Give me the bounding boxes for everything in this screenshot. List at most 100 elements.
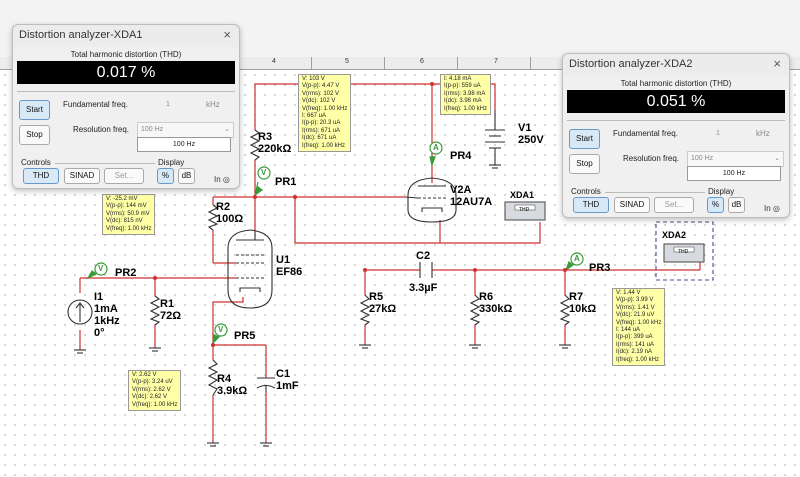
xda1-stop-button[interactable]: Stop <box>19 125 50 145</box>
probe-readout-line: V: 103 V <box>302 76 325 82</box>
xda1-fund-input[interactable]: 1 <box>166 101 170 108</box>
probe-readout-line: V(p-p): 144 mV <box>106 203 147 210</box>
xda2-in-terminal[interactable]: In ◎ <box>764 204 780 213</box>
close-icon[interactable]: × <box>223 27 231 42</box>
xda2-sinad-button[interactable]: SINAD <box>614 197 650 213</box>
xda2-symbol-label[interactable]: XDA2 <box>662 230 687 240</box>
xda2-db-button[interactable]: dB <box>728 197 745 213</box>
xda1-res-value: 100 Hz <box>137 137 231 152</box>
xda2-percent-button[interactable]: % <box>707 197 724 213</box>
probe-pr2-icon[interactable]: V <box>98 264 104 273</box>
xda2-controls-label: Controls <box>571 187 601 196</box>
xda2-window[interactable]: Distortion analyzer-XDA2 × Total harmoni… <box>562 53 790 218</box>
probe-readout-line: I(rms): 671 uA <box>302 127 341 134</box>
divider <box>17 91 235 92</box>
xda2-title: Distortion analyzer-XDA2 <box>569 58 693 70</box>
probe-pr1-label: PR1 <box>275 176 297 188</box>
xda1-title-bar[interactable]: Distortion analyzer-XDA1 × <box>13 25 239 47</box>
xda1-thd-reading: 0.017 % <box>17 61 235 84</box>
probe-pr1-icon[interactable]: V <box>261 168 267 177</box>
probe-readout-line: I: 4.18 mA <box>444 76 472 82</box>
xda2-thd-button[interactable]: THD <box>573 197 609 213</box>
xda2-start-button[interactable]: Start <box>569 129 600 149</box>
probe-pr3-icon[interactable]: A <box>574 254 580 263</box>
probe-readout-line: I: 144 uA <box>616 326 641 333</box>
probe-readout-line: V: -25.2 mV <box>106 196 138 202</box>
xda1-in-terminal[interactable]: In ◎ <box>214 175 230 184</box>
probe-pr2-label: PR2 <box>115 267 137 279</box>
xda2-res-select[interactable]: 100 Hz⌄ <box>687 151 784 167</box>
ruler-label: 4 <box>272 58 276 65</box>
probe-readout-line: V(p-p): 3.24 uV <box>132 379 173 386</box>
divider <box>605 192 705 193</box>
close-icon[interactable]: × <box>773 56 781 71</box>
c2-value: 3.3µF <box>409 282 438 294</box>
divider <box>55 163 155 164</box>
probe-readout-line: I(freq): 1.00 kHz <box>444 105 488 112</box>
xda1-db-button[interactable]: dB <box>178 168 195 184</box>
probe-pr5-label: PR5 <box>234 330 256 342</box>
xda1-percent-button[interactable]: % <box>157 168 174 184</box>
xda1-controls-label: Controls <box>21 158 51 167</box>
probe-readout-line: V(dc): 2.62 V <box>132 394 168 401</box>
xda2-symbol-thd: THD <box>678 249 689 255</box>
probe-readout-line: V(p-p): 4.47 V <box>302 83 340 90</box>
probe-pr4-label: PR4 <box>450 150 472 162</box>
xda2-res-value: 100 Hz <box>687 166 781 181</box>
probe-readout-line: I(rms): 141 uA <box>616 341 655 348</box>
probe-readout-line: I(dc): 2.19 nA <box>616 349 653 356</box>
ruler-label: 7 <box>494 58 498 65</box>
probe-readout-line: V(freq): 1.00 kHz <box>302 105 348 112</box>
xda2-title-bar[interactable]: Distortion analyzer-XDA2 × <box>563 54 789 76</box>
xda1-window[interactable]: Distortion analyzer-XDA1 × Total harmoni… <box>12 24 240 189</box>
probe-readout-line: V(freq): 1.00 kHz <box>106 225 152 232</box>
probe-pr5-icon[interactable]: V <box>218 325 224 334</box>
xda1-start-button[interactable]: Start <box>19 100 50 120</box>
xda1-subtitle: Total harmonic distortion (THD) <box>70 50 182 59</box>
xda1-thd-button[interactable]: THD <box>23 168 59 184</box>
probe-readout-line: V(rms): 50.9 mV <box>106 210 150 217</box>
probe-readout-line: I(freq): 1.00 kHz <box>302 142 346 149</box>
ruler-label: 6 <box>420 58 424 65</box>
xda2-display-label: Display <box>708 187 735 196</box>
probe-readout-line: V(dc): 815 nV <box>106 218 143 225</box>
xda2-fund-unit: kHz <box>756 129 770 138</box>
probe-readout-line: V(rms): 1.41 V <box>616 304 655 311</box>
ruler-label: 5 <box>345 58 349 65</box>
xda1-res-label: Resolution freq. <box>73 125 130 134</box>
xda2-stop-button[interactable]: Stop <box>569 154 600 174</box>
probe-readout-line: V: 2.62 V <box>132 372 157 378</box>
probe-readout-line: V(freq): 1.00 kHz <box>616 319 662 326</box>
probe-readout-line: I(dc): 671 uA <box>302 135 337 142</box>
xda2-fund-label: Fundamental freq. <box>613 129 678 138</box>
xda1-fund-unit: kHz <box>206 100 220 109</box>
xda1-set-button[interactable]: Set... <box>104 168 144 184</box>
xda1-res-select[interactable]: 100 Hz⌄ <box>137 122 234 138</box>
probe-pr4-icon[interactable]: A <box>433 143 439 152</box>
chevron-down-icon: ⌄ <box>774 155 780 162</box>
xda2-set-button[interactable]: Set... <box>654 197 694 213</box>
terminal-icon: ◎ <box>772 204 780 213</box>
xda2-fund-input[interactable]: 1 <box>716 130 720 137</box>
xda1-symbol-label[interactable]: XDA1 <box>510 190 535 200</box>
xda1-sinad-button[interactable]: SINAD <box>64 168 100 184</box>
probe-readout-line: V(dc): 102 V <box>302 98 336 105</box>
terminal-icon: ◎ <box>222 175 230 184</box>
c2-name[interactable]: C2 <box>416 250 431 262</box>
